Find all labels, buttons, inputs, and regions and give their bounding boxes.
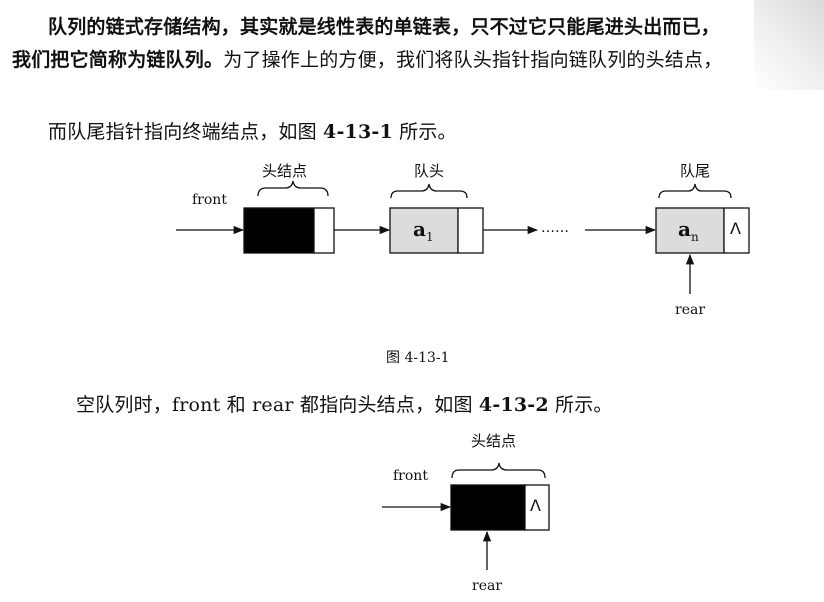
figure-ref-4-13-2: 4-13-2 xyxy=(478,394,549,416)
node-an-letter: a xyxy=(678,217,691,241)
paragraph-line-1: 队列的链式存储结构，其实就是线性表的单链表，只不过它只能尾进头出而已， xyxy=(48,16,721,38)
node-an-pointer-cell xyxy=(723,207,750,254)
paragraph-line-2-bold: 我们把它简称为链队列。 xyxy=(12,49,224,71)
node-a1-value: a1 xyxy=(413,217,434,244)
paragraph-line-4-tail: 所示。 xyxy=(548,394,613,416)
queue-tail-brace xyxy=(658,183,732,199)
rear-label: rear xyxy=(675,302,706,318)
node-a1-pointer-cell xyxy=(457,207,484,254)
fig2-front-label: front xyxy=(393,468,428,484)
node-a1-data-cell xyxy=(389,207,459,254)
page-corner-shade xyxy=(754,0,824,90)
fig2-null-pointer-symbol: Λ xyxy=(530,496,541,515)
node-a1-letter: a xyxy=(413,217,426,241)
queue-tail-label: 队尾 xyxy=(680,162,711,180)
null-pointer-symbol: Λ xyxy=(730,219,741,238)
fig2-head-node-pointer-cell xyxy=(524,484,550,531)
paragraph-line-2: 我们把它简称为链队列。为了操作上的方便，我们将队头指针指向链队列的头结点， xyxy=(12,45,722,72)
queue-head-label: 队头 xyxy=(414,162,445,180)
queue-head-brace xyxy=(390,183,468,199)
paragraph-line-2-rest: 为了操作上的方便，我们将队头指针指向链队列的头结点， xyxy=(223,49,723,71)
head-node-data-cell xyxy=(243,207,315,254)
front-label: front xyxy=(192,192,227,208)
node-an-value: an xyxy=(678,217,699,244)
ellipsis: …… xyxy=(541,220,569,236)
head-node-label: 头结点 xyxy=(262,162,308,180)
fig2-head-node-label: 头结点 xyxy=(471,432,517,450)
paragraph-line-3-tail: 所示。 xyxy=(392,121,457,143)
paragraph-line-4: 空队列时，front 和 rear 都指向头结点，如图 4-13-2 所示。 xyxy=(76,390,613,417)
fig2-rear-label: rear xyxy=(472,578,503,594)
figure-ref-4-13-1: 4-13-1 xyxy=(323,121,393,143)
fig2-head-node-data-cell xyxy=(450,484,526,531)
figure-caption: 图 4-13-1 xyxy=(386,350,450,366)
paragraph-line-3-text: 而队尾指针指向终端结点，如图 xyxy=(48,121,324,143)
head-node-pointer-cell xyxy=(313,207,335,254)
node-a1-subscript: 1 xyxy=(425,230,434,244)
head-node-brace xyxy=(257,180,329,197)
paragraph-line-4-text: 空队列时，front 和 rear 都指向头结点，如图 xyxy=(76,394,479,416)
paragraph-line-3: 而队尾指针指向终端结点，如图 4-13-1 所示。 xyxy=(48,117,457,144)
node-an-subscript: n xyxy=(690,230,699,244)
fig2-head-node-brace xyxy=(451,462,546,479)
